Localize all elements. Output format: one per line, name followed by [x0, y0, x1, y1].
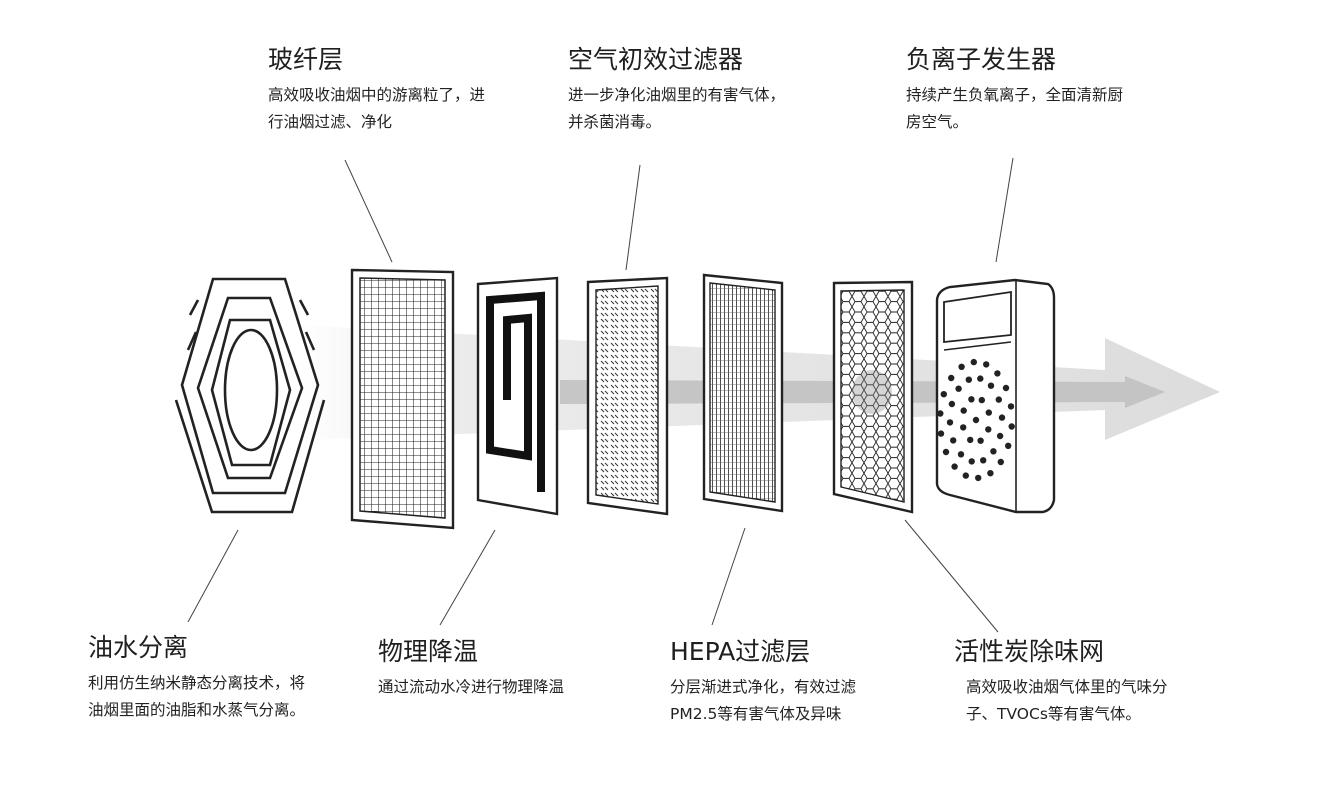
ion-dot — [940, 391, 947, 398]
hepa-title: HEPA过滤层 — [670, 637, 811, 666]
ion-dot — [950, 437, 957, 444]
ion-dot — [970, 358, 977, 366]
ion-dot — [967, 436, 974, 444]
ion-dot — [937, 430, 945, 437]
air-primary-filter-icon — [586, 276, 669, 516]
ion-dot — [985, 426, 992, 433]
carbon-title: 活性炭除味网 — [954, 637, 1105, 666]
ion-dot — [942, 448, 950, 456]
oil-water-desc: 利用仿生纳米静态分离技术，将油烟里面的油脂和水蒸气分离。 — [88, 674, 306, 719]
ion-emitter-dots — [937, 358, 1015, 482]
ion-dot — [1002, 384, 1010, 392]
leader-lines — [187, 157, 1014, 633]
ion-dot — [960, 424, 967, 431]
ion-dot — [948, 374, 955, 382]
ion-dot — [957, 451, 965, 458]
ion-dot — [958, 363, 965, 370]
leader-oil-water — [187, 529, 239, 623]
ion-dot — [962, 472, 969, 479]
activated-carbon-filter-icon — [832, 280, 914, 514]
ion-dot — [997, 458, 1004, 466]
ion-dot — [972, 416, 980, 424]
ion-dot — [980, 457, 987, 464]
ion-generator-desc: 持续产生负氧离子，全面清新厨房空气。 — [906, 86, 1124, 131]
leader-ion-generator — [995, 157, 1014, 263]
label-glass-fiber: 玻纤层 高效吸收油烟中的游离粒了，进行油烟过滤、净化 — [268, 44, 498, 136]
label-air-primary: 空气初效过滤器 进一步净化油烟里的有害气体，并杀菌消毒。 — [568, 44, 798, 136]
ion-dot — [968, 396, 975, 403]
ion-dot — [983, 361, 990, 368]
ion-generator-icon — [935, 278, 1056, 514]
glass-fiber-desc: 高效吸收油烟中的游离粒了，进行油烟过滤、净化 — [268, 86, 486, 131]
ion-dot — [987, 382, 995, 389]
hepa-desc: 分层渐进式净化，有效过滤PM2.5等有害气体及异味 — [670, 678, 857, 723]
ion-dot — [951, 463, 958, 470]
ion-dot — [994, 370, 1001, 377]
hepa-filter-icon — [702, 273, 784, 513]
ion-dot — [946, 419, 954, 426]
ion-dot — [1005, 442, 1012, 449]
ion-dot — [998, 414, 1006, 421]
ion-dot — [996, 432, 1004, 440]
ion-dot — [960, 407, 967, 414]
ion-generator-title: 负离子发生器 — [906, 45, 1057, 74]
air-primary-desc: 进一步净化油烟里的有害气体，并杀菌消毒。 — [568, 86, 786, 131]
ion-dot — [968, 458, 975, 465]
ion-dot — [937, 410, 944, 417]
ion-dot — [977, 437, 984, 444]
ion-dot — [977, 375, 984, 382]
label-hepa: HEPA过滤层 分层渐进式净化，有效过滤PM2.5等有害气体及异味 — [670, 636, 900, 728]
cooling-desc: 通过流动水冷进行物理降温 — [378, 678, 565, 696]
ion-dot — [987, 470, 994, 477]
ion-dot — [1007, 403, 1015, 410]
leader-air-primary — [625, 164, 641, 271]
leader-glass-fiber — [344, 159, 393, 263]
oil-water-title: 油水分离 — [88, 633, 189, 662]
ion-dot — [948, 400, 956, 408]
ion-dot — [975, 474, 982, 482]
label-oil-water: 油水分离 利用仿生纳米静态分离技术，将油烟里面的油脂和水蒸气分离。 — [88, 632, 318, 724]
glass-fiber-title: 玻纤层 — [268, 45, 344, 74]
ion-dot — [1008, 423, 1015, 430]
ion-dot — [985, 409, 992, 416]
leader-cooling — [439, 529, 496, 626]
ion-dot — [955, 385, 962, 392]
ion-dot — [990, 448, 997, 455]
label-cooling: 物理降温 通过流动水冷进行物理降温 — [378, 636, 608, 701]
glass-fiber-layer-icon — [350, 268, 455, 530]
ion-dot — [995, 396, 1002, 403]
ion-dot — [978, 396, 985, 404]
leader-hepa — [711, 527, 746, 626]
label-carbon: 活性炭除味网 高效吸收油烟气体里的气味分子、TVOCs等有害气体。 — [954, 636, 1184, 728]
cooling-coil-icon — [476, 276, 559, 516]
air-primary-title: 空气初效过滤器 — [568, 45, 744, 74]
cooling-title: 物理降温 — [378, 637, 479, 666]
oil-water-separator-icon — [174, 277, 326, 514]
leader-carbon — [904, 519, 999, 633]
carbon-desc: 高效吸收油烟气体里的气味分子、TVOCs等有害气体。 — [966, 678, 1168, 723]
ion-dot — [965, 376, 972, 383]
label-ion-generator: 负离子发生器 持续产生负氧离子，全面清新厨房空气。 — [906, 44, 1136, 136]
